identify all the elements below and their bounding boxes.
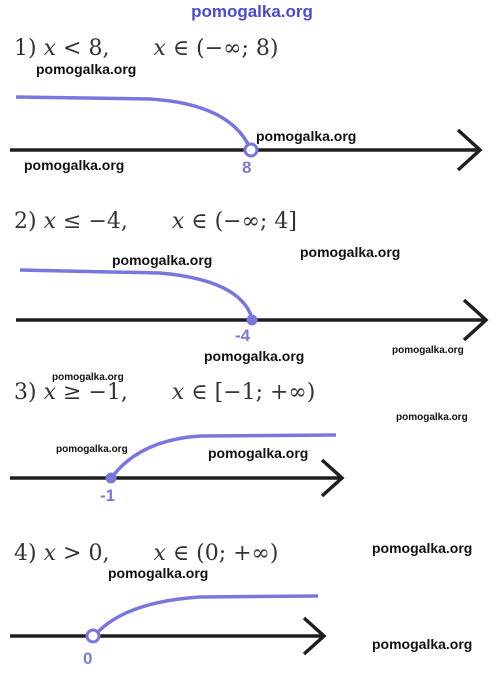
problem-3-condition: 3) x ≥ −1,x ∈ [−1; +∞) [14, 380, 316, 405]
watermark: pomogalka.org [396, 412, 468, 423]
header-watermark: pomogalka.org [191, 2, 313, 21]
open-point-0 [85, 628, 101, 644]
watermark: pomogalka.org [300, 244, 401, 260]
watermark: pomogalka.org [392, 345, 464, 356]
closed-point-minus-1 [105, 472, 117, 484]
closed-point-minus-4 [246, 314, 258, 326]
number-line-4 [10, 594, 327, 656]
axis-arrow-4 [302, 616, 327, 656]
axis-arrow-3 [320, 458, 345, 498]
axis-arrow-1 [456, 128, 483, 172]
watermark: pomogalka.org [372, 636, 473, 652]
solution-curve-4 [94, 594, 319, 636]
number-line-1 [10, 95, 483, 172]
watermark: pomogalka.org [112, 252, 213, 268]
problem-1-condition: 1) x < 8,x ∈ (−∞; 8) [14, 36, 279, 61]
watermark: pomogalka.org [372, 540, 473, 556]
number-line-3 [10, 433, 345, 498]
watermark: pomogalka.org [52, 372, 124, 383]
point-label-minus-4: -4 [235, 326, 251, 345]
point-label-0: 0 [83, 649, 93, 668]
problem-2-condition: 2) x ≤ −4,x ∈ (−∞; 4] [14, 209, 297, 234]
watermark: pomogalka.org [208, 445, 309, 461]
axis-arrow-2 [462, 298, 489, 342]
solution-curve-3 [110, 433, 337, 479]
watermark: pomogalka.org [204, 348, 305, 364]
problem-4-condition: 4) x > 0,x ∈ (0; +∞) [14, 541, 279, 566]
number-line-2 [16, 268, 489, 342]
point-label-minus-1: -1 [100, 486, 116, 505]
watermark: pomogalka.org [56, 444, 128, 455]
watermark: pomogalka.org [36, 61, 137, 77]
solution-curve-2 [19, 268, 254, 319]
watermark: pomogalka.org [24, 157, 125, 173]
watermark: pomogalka.org [108, 565, 209, 581]
watermark: pomogalka.org [256, 128, 357, 144]
solution-curve-1 [15, 95, 252, 149]
point-label-8: 8 [242, 158, 252, 177]
open-point-8 [243, 142, 259, 158]
